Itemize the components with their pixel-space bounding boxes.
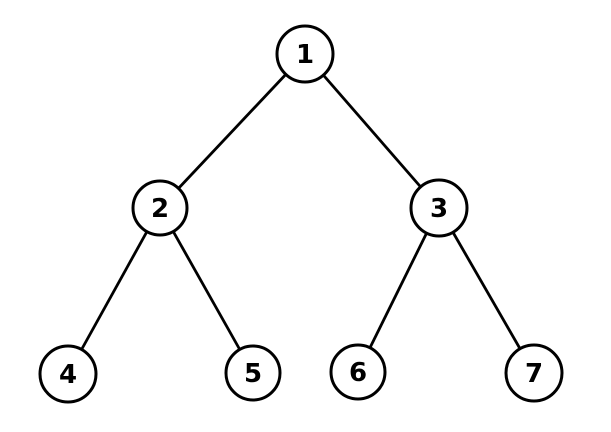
- tree-node-label-5: 5: [244, 359, 262, 389]
- tree-node-circle-3: [409, 178, 469, 238]
- tree-node-5: 5: [224, 344, 282, 402]
- tree-node-circle-4: [38, 344, 98, 404]
- tree-node-2: 2: [131, 179, 189, 237]
- tree-edge-1-3: [303, 53, 441, 209]
- tree-node-circle-7: [504, 343, 564, 403]
- tree-edge-2-5: [158, 207, 255, 374]
- tree-edge-3-6: [356, 207, 441, 373]
- tree-node-label-3: 3: [430, 194, 448, 224]
- tree-node-label-2: 2: [151, 194, 169, 224]
- tree-edge-1-2: [158, 53, 307, 209]
- tree-node-circle-5: [224, 344, 282, 402]
- tree-node-6: 6: [329, 343, 387, 401]
- tree-edge-3-7: [437, 207, 536, 374]
- tree-node-circle-6: [329, 343, 387, 401]
- tree-edge-2-4: [66, 207, 162, 375]
- tree-node-1: 1: [275, 24, 335, 84]
- tree-node-3: 3: [409, 178, 469, 238]
- tree-node-label-7: 7: [525, 359, 543, 389]
- tree-node-7: 7: [504, 343, 564, 403]
- tree-node-circle-1: [275, 24, 335, 84]
- tree-node-4: 4: [38, 344, 98, 404]
- tree-node-circle-2: [131, 179, 189, 237]
- tree-node-label-6: 6: [349, 358, 367, 388]
- tree-node-label-4: 4: [59, 360, 77, 390]
- tree-node-label-1: 1: [296, 40, 314, 70]
